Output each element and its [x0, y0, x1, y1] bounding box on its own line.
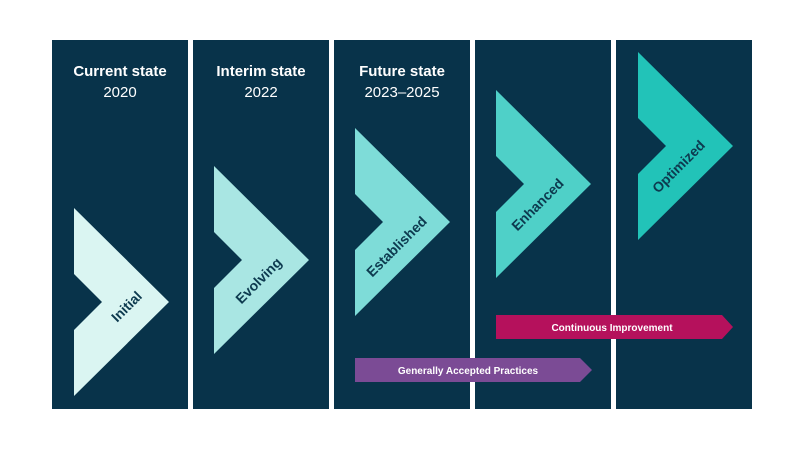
column-title: Interim state — [216, 63, 306, 80]
column-year: 2020 — [103, 84, 137, 101]
column-year: 2023–2025 — [364, 84, 440, 101]
chevron-initial — [74, 208, 169, 396]
column-title: Future state — [359, 63, 445, 80]
bar-label-continuous-improvement: Continuous Improvement — [551, 323, 673, 334]
bar-label-generally-accepted-practices: Generally Accepted Practices — [398, 366, 539, 377]
column-year: 2022 — [244, 84, 278, 101]
column-header: Interim state 2022 — [193, 62, 329, 103]
bar-continuous-improvement — [496, 315, 733, 339]
bar-generally-accepted-practices — [355, 358, 592, 382]
chevron-enhanced — [496, 90, 591, 278]
column-header: Current state 2020 — [52, 62, 188, 103]
chevron-evolving — [214, 166, 309, 354]
chevron-optimized — [638, 52, 733, 240]
column-header: Future state 2023–2025 — [334, 62, 470, 103]
column-title: Current state — [73, 63, 167, 80]
chevron-established — [355, 128, 450, 316]
